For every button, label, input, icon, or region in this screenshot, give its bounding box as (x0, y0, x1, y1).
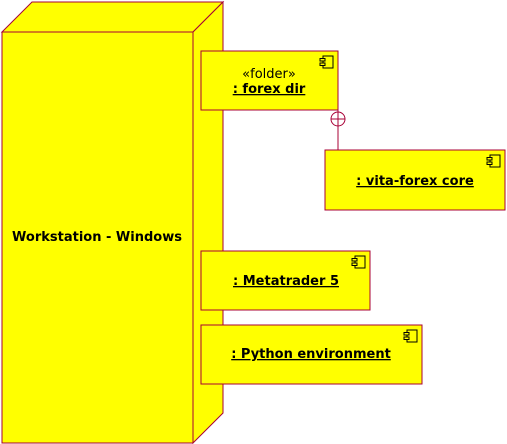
metatrader-component[interactable]: : Metatrader 5 (200, 250, 371, 311)
component-icon (319, 55, 334, 69)
forex-dir-box (200, 50, 339, 111)
python-environment-box (200, 324, 423, 385)
vita-forex-core-label: : vita-forex core (356, 174, 474, 189)
workstation-node[interactable]: Workstation - Windows (0, 0, 225, 444)
forex-dir-stereotype: «folder» (242, 67, 296, 82)
containment-connector (330, 110, 346, 150)
python-environment-component[interactable]: : Python environment (200, 324, 423, 385)
vita-forex-core-component[interactable]: : vita-forex core (324, 149, 506, 211)
forex-dir-label: : forex dir (233, 82, 306, 97)
forex-dir-component[interactable]: «folder» : forex dir (200, 50, 339, 111)
node-top-face (0, 1, 225, 33)
metatrader-box (200, 250, 371, 311)
vita-forex-core-box (324, 149, 506, 211)
node-front-face (1, 31, 194, 444)
python-environment-label: : Python environment (231, 347, 391, 362)
node-label: Workstation - Windows (12, 230, 182, 245)
metatrader-label: : Metatrader 5 (233, 274, 339, 289)
component-icon (486, 154, 501, 168)
component-icon (403, 329, 418, 343)
component-icon (351, 255, 366, 269)
